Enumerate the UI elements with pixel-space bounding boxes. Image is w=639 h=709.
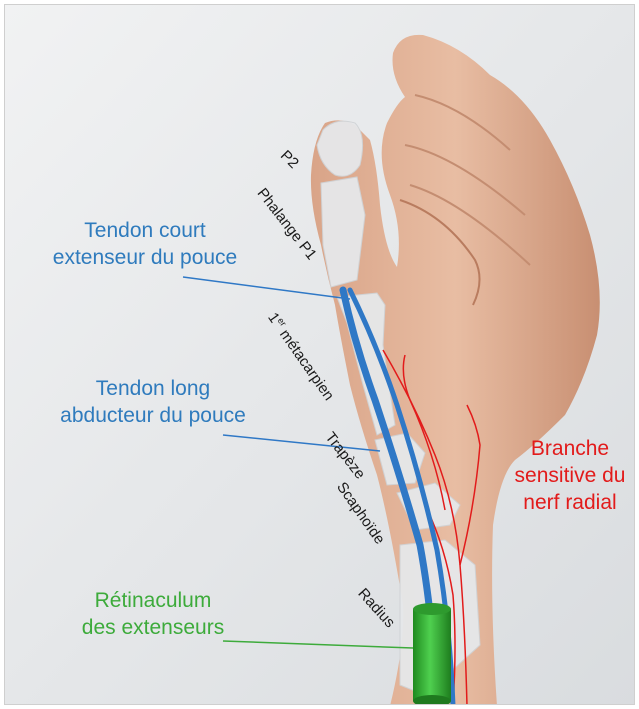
label-retinaculum: Rétinaculum des extenseurs — [63, 587, 243, 641]
label-tendon-long: Tendon long abducteur du pouce — [53, 375, 253, 429]
label-line: Tendon court — [45, 217, 245, 244]
label-line: Branche — [501, 435, 635, 462]
bone-p1 — [321, 177, 365, 287]
label-line: des extenseurs — [63, 614, 243, 641]
label-line: Rétinaculum — [63, 587, 243, 614]
retinaculum-cylinder — [413, 603, 451, 705]
label-line: abducteur du pouce — [53, 402, 253, 429]
label-line: extenseur du pouce — [45, 244, 245, 271]
label-line: nerf radial — [501, 489, 635, 516]
anatomy-illustration: Tendon court extenseur du pouce Tendon l… — [4, 4, 635, 705]
label-tendon-court: Tendon court extenseur du pouce — [45, 217, 245, 271]
label-line: sensitive du — [501, 462, 635, 489]
label-line: Tendon long — [53, 375, 253, 402]
retinaculum-top — [413, 603, 451, 615]
label-nerf-radial: Branche sensitive du nerf radial — [501, 435, 635, 516]
retinaculum-body — [413, 609, 451, 701]
